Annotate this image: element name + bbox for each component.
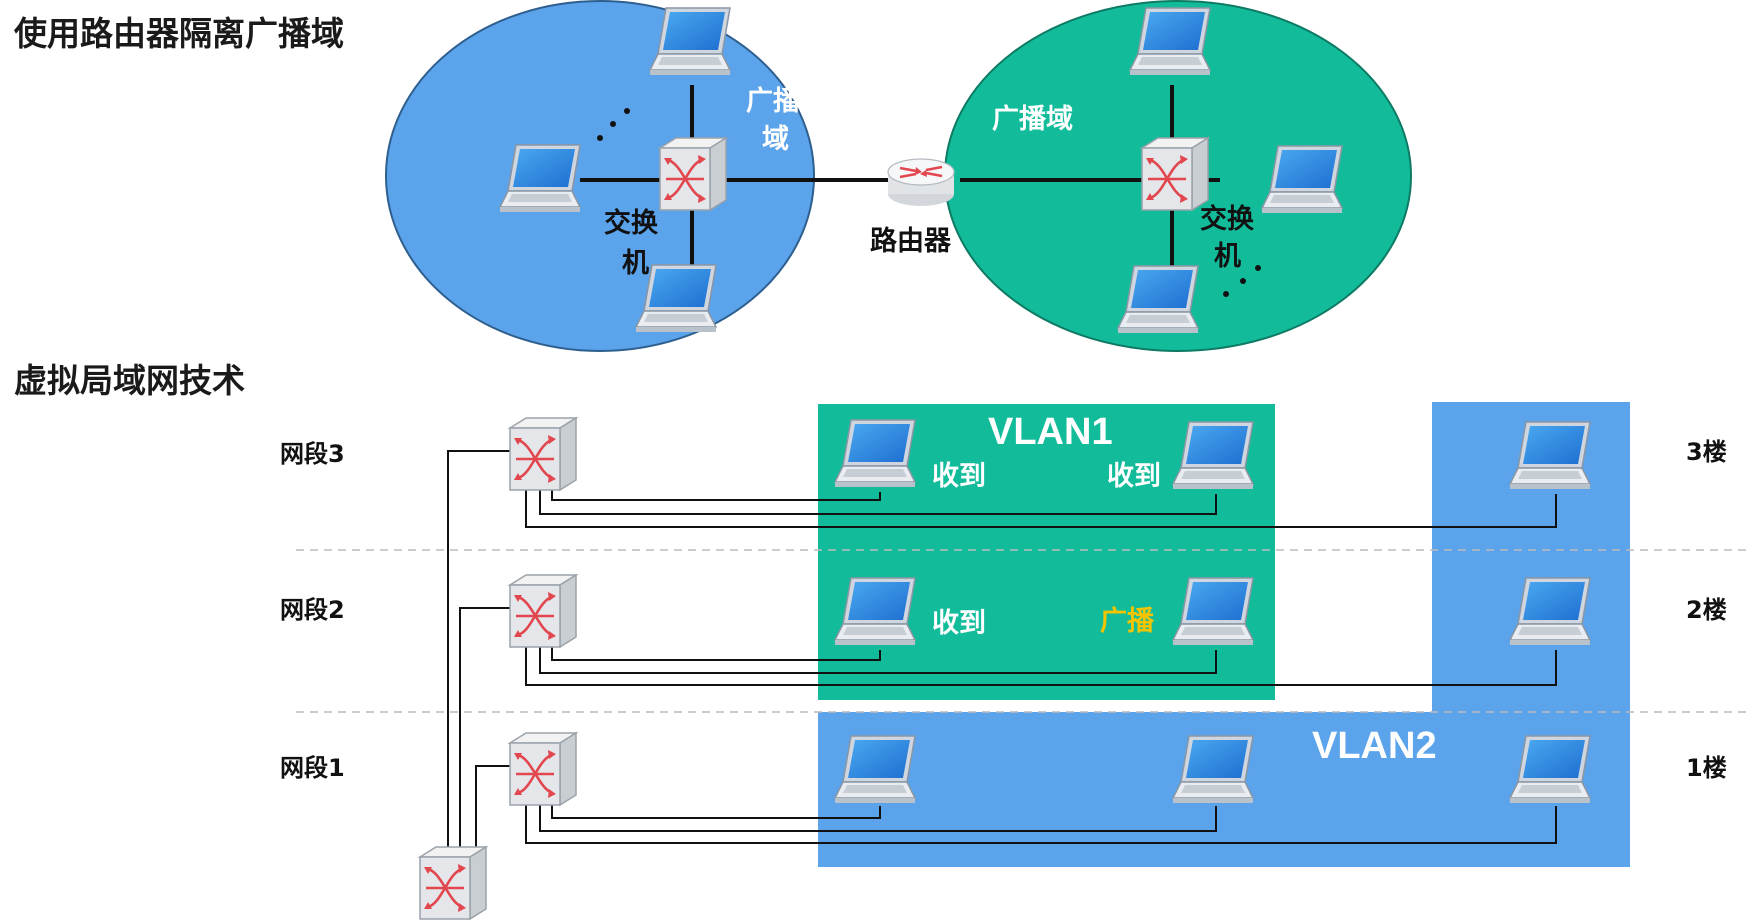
switch-icon xyxy=(1140,136,1210,212)
left-domain-label: 域 xyxy=(762,124,789,155)
vlan1-label: VLAN1 xyxy=(988,411,1113,453)
right-domain-label: 广播域 xyxy=(992,104,1073,135)
floor-label-3: 3楼 xyxy=(1686,438,1727,466)
right-switch-label: 交换 xyxy=(1200,203,1255,235)
left-switch-label: 交换 xyxy=(604,207,659,239)
wires-floor-2 xyxy=(525,645,1557,686)
core-switch-icon xyxy=(418,845,488,920)
switch-icon xyxy=(508,573,578,649)
segment-label-3: 网段3 xyxy=(280,440,345,468)
wires-floor-3 xyxy=(525,488,1557,528)
received-label: 收到 xyxy=(932,608,986,639)
wires-floor-1 xyxy=(525,803,1557,844)
received-label: 收到 xyxy=(1107,461,1161,492)
uplink-wires xyxy=(447,450,514,852)
received-label: 收到 xyxy=(932,461,986,492)
segment-label-1: 网段1 xyxy=(280,754,345,782)
router-icon xyxy=(886,157,956,208)
left-switch-label: 机 xyxy=(622,248,649,279)
ellipsis-dots xyxy=(1223,265,1261,297)
switch-icon xyxy=(508,731,578,807)
broadcast-label: 广播 xyxy=(1100,606,1155,637)
vlan2-label: VLAN2 xyxy=(1312,725,1437,767)
title-vlan-technology: 虚拟局域网技术 xyxy=(14,361,245,400)
switch-icon xyxy=(658,136,728,212)
left-domain-label: 广播 xyxy=(746,86,801,117)
title-router-isolation: 使用路由器隔离广播域 xyxy=(14,14,344,53)
ellipsis-dots xyxy=(597,108,630,141)
switch-icon xyxy=(508,416,578,492)
segment-label-2: 网段2 xyxy=(280,596,345,624)
floor-label-2: 2楼 xyxy=(1686,596,1727,624)
floor-label-1: 1楼 xyxy=(1686,754,1727,782)
left-broadcast-domain xyxy=(385,0,815,352)
right-switch-label: 机 xyxy=(1214,241,1241,272)
router-label: 路由器 xyxy=(870,225,952,257)
